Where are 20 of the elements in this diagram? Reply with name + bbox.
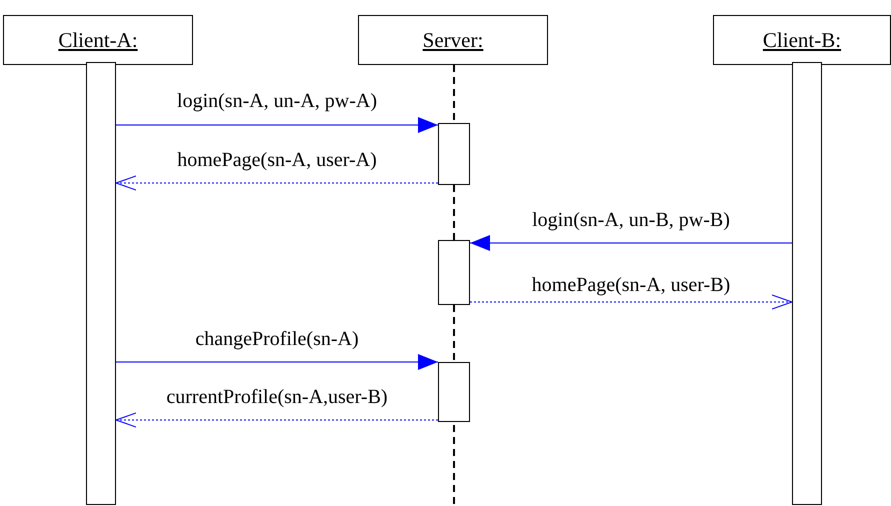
activation-bar bbox=[86, 62, 116, 505]
edge-label: currentProfile(sn-A,user-B) bbox=[166, 386, 388, 408]
message-arrow bbox=[470, 294, 792, 310]
message-arrow bbox=[470, 235, 792, 251]
message-arrow bbox=[116, 354, 438, 370]
activation-bar bbox=[438, 123, 470, 185]
message-arrow bbox=[116, 117, 438, 133]
activation-bar bbox=[438, 240, 470, 305]
lifeline-header: Client-A: bbox=[3, 15, 193, 65]
message-arrow bbox=[116, 176, 438, 190]
activation-bar bbox=[438, 362, 470, 422]
activation-bar bbox=[792, 62, 822, 505]
message-arrow bbox=[116, 412, 438, 428]
edge-label: login(sn-A, un-A, pw-A) bbox=[177, 90, 377, 112]
edge-label: homePage(sn-A, user-A) bbox=[177, 149, 377, 171]
edge-label: changeProfile(sn-A) bbox=[195, 328, 359, 350]
lifeline-header: Server: bbox=[358, 15, 548, 65]
edge-label: login(sn-A, un-B, pw-B) bbox=[532, 209, 730, 231]
lifeline-header: Client-B: bbox=[713, 15, 891, 65]
edge-label: homePage(sn-A, user-B) bbox=[532, 274, 730, 296]
